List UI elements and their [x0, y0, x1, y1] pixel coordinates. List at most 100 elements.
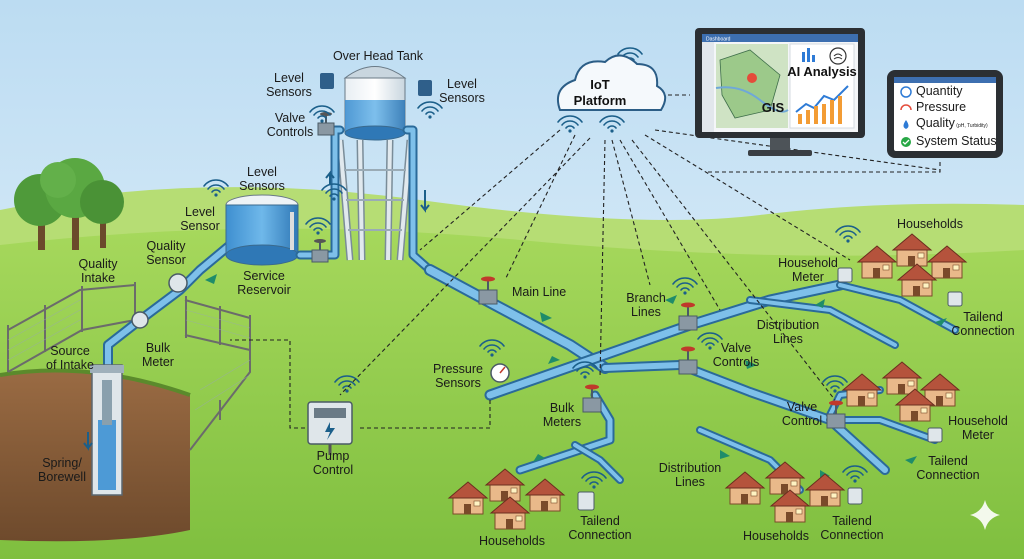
level-sensor-left-icon	[320, 73, 334, 89]
label-households-bottom-left: Households	[479, 534, 545, 548]
wifi-signal-icon	[835, 225, 861, 243]
wifi-signal-icon	[599, 115, 625, 133]
sparkle-icon	[970, 500, 1000, 530]
ai-analysis-label: AI Analysis	[787, 64, 857, 79]
intake-pipe	[103, 240, 235, 375]
house-icon	[769, 489, 811, 523]
label-over-head-tank: Over Head Tank	[333, 49, 424, 63]
wifi-signal-icon	[479, 339, 505, 357]
tablet-item-quantity: Quantity	[916, 84, 963, 98]
water-drop-icon	[903, 120, 909, 129]
pressure-meter-icon	[900, 104, 912, 111]
valve-control-icon	[826, 400, 846, 429]
house-icon	[894, 388, 936, 422]
service-reservoir	[225, 194, 299, 266]
tablet-item-pressure: Pressure	[916, 100, 966, 114]
tablet-status-list: Quantity Pressure Quality (pH, Turbidity…	[916, 84, 997, 148]
wifi-signal-icon	[822, 375, 848, 393]
tailend-meter-icon	[577, 491, 595, 511]
wifi-signal-icon	[672, 277, 698, 295]
house-icon	[524, 478, 566, 512]
house-icon	[926, 245, 968, 279]
house-icon	[856, 245, 898, 279]
gis-label: GIS	[762, 100, 785, 115]
bulk-meter-valve-icon	[582, 384, 602, 413]
wifi-signal-icon	[309, 105, 335, 123]
fence-mesh	[7, 299, 251, 411]
house-icon	[489, 496, 531, 530]
dashboard-monitor	[695, 28, 865, 156]
wifi-signal-icon	[572, 361, 598, 379]
tailend-meter-bottom-icon	[847, 487, 863, 505]
wifi-signal-icon	[581, 471, 607, 489]
trees	[14, 158, 124, 250]
borewell	[90, 364, 124, 496]
households	[447, 233, 968, 530]
iot-platform-cloud	[556, 54, 667, 111]
pump-control-box	[307, 401, 353, 455]
branch-valve-icon	[678, 302, 698, 331]
ai-brain-icon	[829, 47, 847, 65]
tank-valve-icon	[317, 112, 335, 136]
tablet-item-quality: Quality (pH, Turbidity)	[916, 116, 988, 130]
wifi-signal-icon	[417, 101, 443, 119]
house-icon	[841, 373, 883, 407]
reservoir-valve-icon	[311, 239, 329, 263]
wifi-signal-icon	[557, 115, 583, 133]
tailend-meter-top-icon	[947, 291, 963, 307]
wireless-signals	[203, 47, 868, 489]
house-icon	[891, 233, 933, 267]
overhead-tank	[336, 66, 414, 261]
main-line-valve-icon	[478, 276, 498, 305]
check-circle-icon	[901, 137, 911, 147]
level-sensor-right-icon	[418, 80, 432, 96]
house-icon	[447, 481, 489, 515]
tablet	[887, 70, 1003, 158]
house-icon	[896, 263, 938, 297]
wifi-signal-icon	[321, 183, 347, 201]
house-icon	[484, 468, 526, 502]
label-households-top: Households	[897, 217, 963, 231]
wifi-signal-icon	[203, 179, 229, 197]
distribution-valve-icon	[678, 346, 698, 375]
household-meter-top-icon	[837, 267, 853, 283]
tablet-item-system-status: System Status	[916, 134, 997, 148]
label-main-line: Main Line	[512, 285, 566, 299]
valves	[311, 112, 846, 429]
quantity-gauge-icon	[900, 86, 912, 98]
bulk-meter-icon	[131, 311, 149, 329]
wifi-signal-icon	[697, 332, 723, 350]
monitor-header: Dashboard	[706, 37, 731, 43]
household-meter-right-icon	[927, 427, 943, 443]
bar-chart-icon	[802, 48, 815, 62]
quality-sensor-icon	[168, 273, 188, 293]
meters	[131, 73, 963, 511]
house-icon	[881, 361, 923, 395]
label-spring-borewell: Spring/Borewell	[38, 456, 86, 484]
fence	[7, 282, 251, 451]
